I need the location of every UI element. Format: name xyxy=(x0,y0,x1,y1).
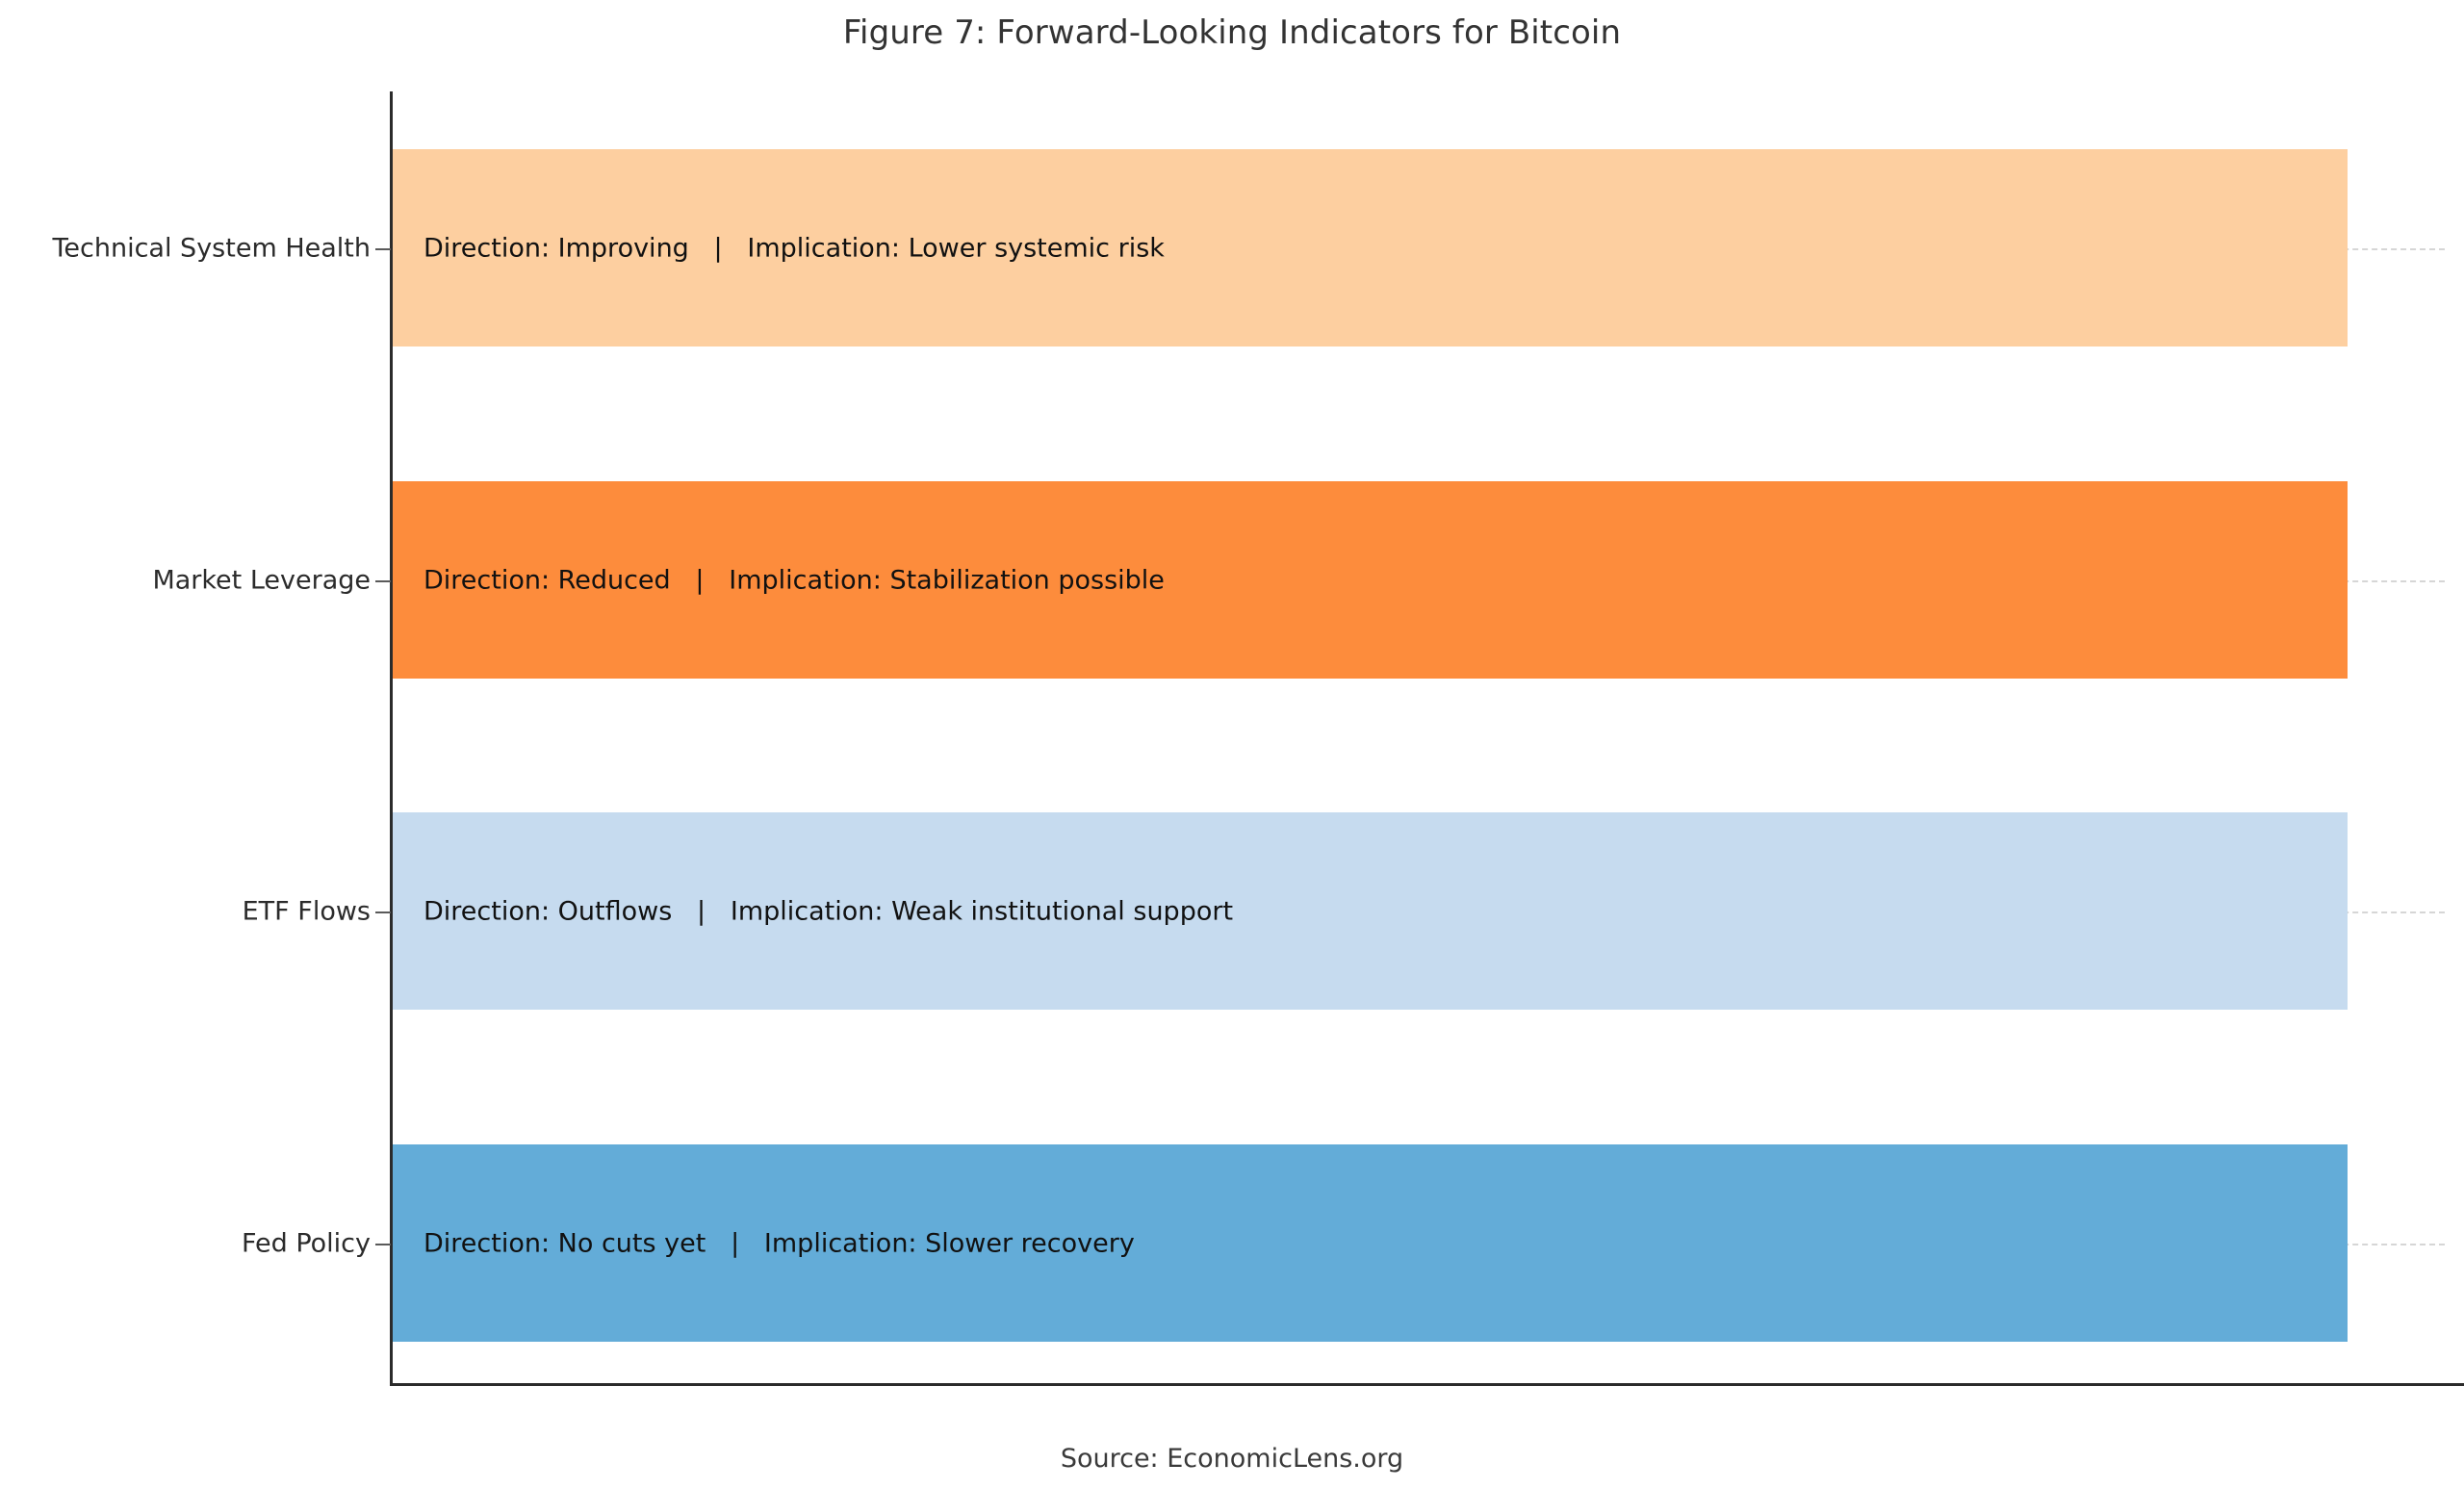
y-tick-mark-1 xyxy=(375,580,391,582)
source-note: Source: EconomicLens.org xyxy=(1060,1444,1404,1474)
bar-market-leverage[interactable] xyxy=(393,481,2348,679)
bar-annotation-fed-policy: Direction: No cuts yet | Implication: Sl… xyxy=(424,1228,1135,1259)
bar-fed-policy[interactable] xyxy=(393,1144,2348,1342)
y-tick-label-technical-system-health: Technical System Health xyxy=(52,233,372,264)
x-axis-spine xyxy=(390,1383,2464,1386)
y-tick-label-market-leverage: Market Leverage xyxy=(152,565,371,596)
y-tick-label-etf-flows: ETF Flows xyxy=(242,896,371,927)
y-tick-mark-0 xyxy=(375,248,391,250)
y-tick-mark-2 xyxy=(375,911,391,913)
bar-annotation-market-leverage: Direction: Reduced | Implication: Stabil… xyxy=(424,565,1165,596)
bar-annotation-technical-system-health: Direction: Improving | Implication: Lowe… xyxy=(424,233,1165,264)
y-tick-label-fed-policy: Fed Policy xyxy=(241,1228,371,1259)
y-tick-mark-3 xyxy=(375,1244,391,1245)
bar-etf-flows[interactable] xyxy=(393,812,2348,1010)
chart-title: Figure 7: Forward-Looking Indicators for… xyxy=(842,13,1622,52)
bar-technical-system-health[interactable] xyxy=(393,149,2348,347)
y-axis-spine xyxy=(390,91,393,1386)
bar-annotation-etf-flows: Direction: Outflows | Implication: Weak … xyxy=(424,896,1234,927)
